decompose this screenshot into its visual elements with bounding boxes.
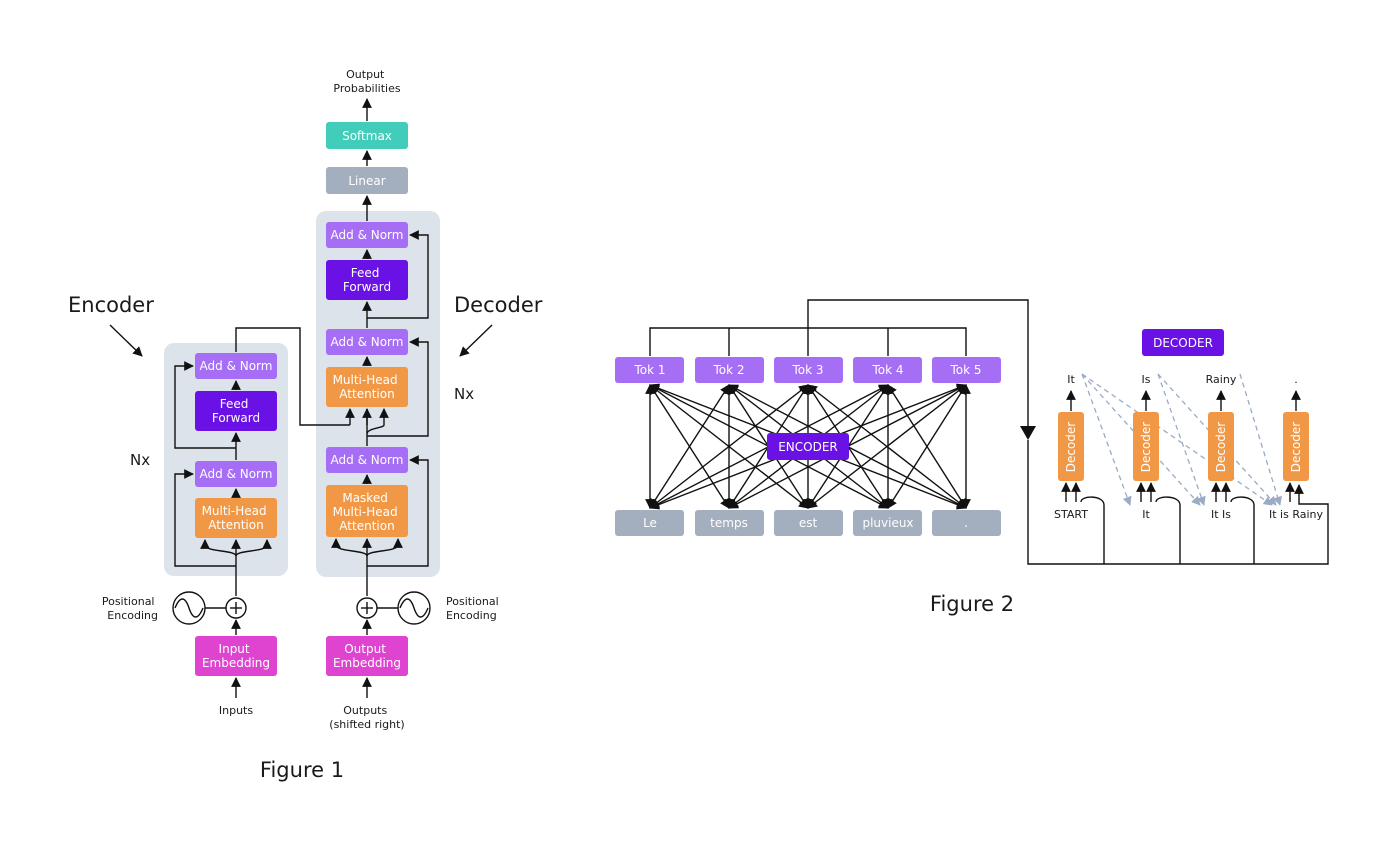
decoder-add-norm-mid-label: Add & Norm <box>331 335 404 349</box>
decoder-block-label: Decoder <box>1064 422 1078 473</box>
token-label: Tok 1 <box>633 363 665 377</box>
encoder-feed-forward-label: Feed Forward <box>212 397 260 425</box>
outputs-shifted-label: Outputs (shifted right) <box>329 704 404 731</box>
decoder-block <box>1208 412 1234 481</box>
decoder-block <box>1283 412 1309 481</box>
decoder-block-label: Decoder <box>1214 422 1228 473</box>
word-box <box>932 510 1001 536</box>
token-label: Tok 2 <box>712 363 744 377</box>
decoder-block <box>1133 412 1159 481</box>
word-label: Le <box>643 516 657 530</box>
encoder-multi-head-attention <box>195 498 277 538</box>
decoder-input-label: START <box>1054 508 1088 521</box>
inputs-label: Inputs <box>219 704 253 717</box>
decoder-input-label: It <box>1142 508 1150 521</box>
softmax-box <box>326 122 408 149</box>
decoder-nx-label: Nx <box>454 385 474 403</box>
input-embedding-label: Input Embedding <box>202 642 270 670</box>
token-box <box>774 357 843 383</box>
decoder-masked-multi-head-attention <box>326 485 408 537</box>
output-embedding-box <box>326 636 408 676</box>
decoder-feed-forward-label: Feed Forward <box>343 266 391 294</box>
decoder-output-label: Is <box>1142 373 1151 386</box>
decoder-header-label: DECODER <box>1153 336 1213 350</box>
word-label: . <box>964 516 968 530</box>
token-label: Tok 5 <box>949 363 981 377</box>
decoder-block <box>1058 412 1084 481</box>
token-label: Tok 3 <box>791 363 823 377</box>
decoder-add-norm-top <box>326 222 408 248</box>
figure-2-caption: Figure 2 <box>930 592 1014 616</box>
down-triangle-icon <box>1020 426 1036 440</box>
word-label: est <box>799 516 818 530</box>
encoder-add-norm-top-label: Add & Norm <box>200 359 273 373</box>
word-box <box>615 510 684 536</box>
decoder-multi-head-attention <box>326 367 408 407</box>
input-embedding-box <box>195 636 277 676</box>
token-box <box>615 357 684 383</box>
softmax-label: Softmax <box>342 129 392 143</box>
encoder-add-norm-low <box>195 461 277 487</box>
figure-1: Output Probabilities Softmax Linear Add … <box>68 68 543 782</box>
token-box <box>853 357 922 383</box>
decoder-header-box <box>1142 329 1224 356</box>
word-row: Le temps est pluvieux . <box>615 510 1001 536</box>
encoder-nx-label: Nx <box>130 451 150 469</box>
token-box <box>695 357 764 383</box>
token-box <box>932 357 1001 383</box>
linear-label: Linear <box>348 174 385 188</box>
decoder-attention-lines <box>1081 373 1282 506</box>
encoder-feed-forward <box>195 391 277 431</box>
encoder-box-label: ENCODER <box>778 440 838 454</box>
decoder-input-label: It is Rainy <box>1269 508 1324 521</box>
decoder-add-norm-mid <box>326 329 408 355</box>
encoder-box <box>767 433 849 460</box>
word-box <box>695 510 764 536</box>
output-probabilities-label: Output Probabilities <box>333 68 400 95</box>
decoder-block-label: Decoder <box>1289 422 1303 473</box>
decoder-add-norm-low-label: Add & Norm <box>331 453 404 467</box>
encoder-add-norm-low-label: Add & Norm <box>200 467 273 481</box>
word-box <box>774 510 843 536</box>
decoder-add-norm-low <box>326 447 408 473</box>
encoder-mha-label: Multi-Head Attention <box>202 504 271 532</box>
decoder-output-label: It <box>1067 373 1075 386</box>
linear-box <box>326 167 408 194</box>
word-box <box>853 510 922 536</box>
decoder-add-norm-top-label: Add & Norm <box>331 228 404 242</box>
decoder-title: Decoder <box>454 293 543 317</box>
encoder-positional-label: Positional Encoding <box>102 595 158 622</box>
decoder-feed-forward <box>326 260 408 300</box>
cross-connection-line <box>887 384 967 509</box>
encoder-title: Encoder <box>68 293 154 317</box>
decoder-masked-mha-label: Masked Multi-Head Attention <box>333 491 402 533</box>
word-label: pluvieux <box>862 516 913 530</box>
decoder-blocks: Decoder It START Decoder Is It Decoder R… <box>1054 373 1323 564</box>
decoder-output-label: . <box>1294 373 1298 386</box>
decoder-positional-label: Positional Encoding <box>446 595 502 622</box>
token-label: Tok 4 <box>871 363 903 377</box>
decoder-output-label: Rainy <box>1206 373 1237 386</box>
encoder-add-norm-top <box>195 353 277 379</box>
decoder-mha-label: Multi-Head Attention <box>333 373 402 401</box>
figure-2: ENCODER Tok 1 Tok 2 Tok 3 Tok 4 Tok 5 Le… <box>615 299 1329 616</box>
token-row: Tok 1 Tok 2 Tok 3 Tok 4 Tok 5 <box>615 357 1001 383</box>
decoder-block-label: Decoder <box>1139 422 1153 473</box>
decoder-input-label: It Is <box>1211 508 1231 521</box>
output-embedding-label: Output Embedding <box>333 642 401 670</box>
figure-1-caption: Figure 1 <box>260 758 344 782</box>
word-label: temps <box>710 516 748 530</box>
